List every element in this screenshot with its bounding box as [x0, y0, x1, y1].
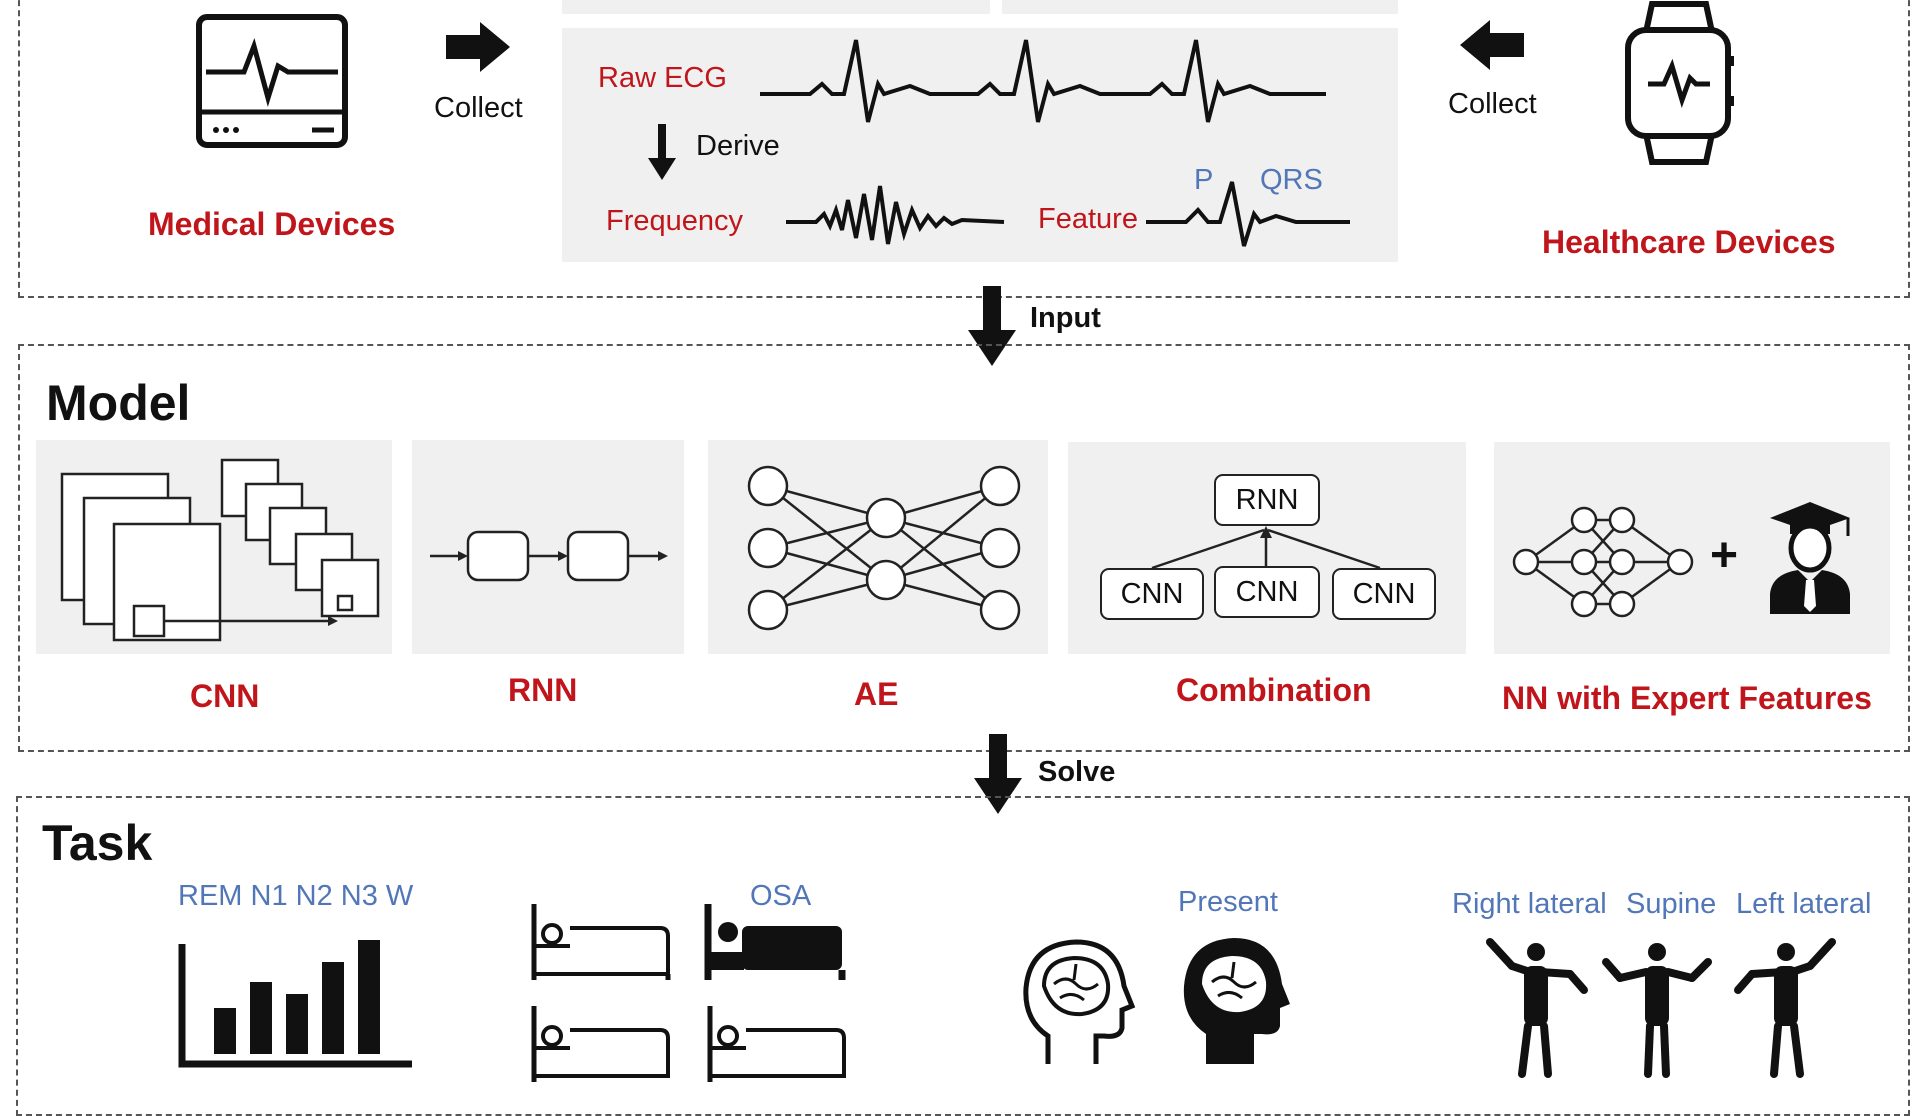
- sleep-stages-label: REM N1 N2 N3 W: [178, 880, 414, 912]
- plus-sign: +: [1710, 529, 1739, 582]
- present-label: Present: [1178, 886, 1278, 918]
- input-label: Input: [1030, 302, 1101, 334]
- data-tab-right: [1002, 0, 1398, 14]
- brain-head-filled-icon: [1183, 938, 1290, 1064]
- collect-left-arrow-icon: [1460, 20, 1524, 70]
- osa-label: OSA: [750, 880, 812, 912]
- mannequin-left-lateral-icon: [1734, 938, 1836, 1078]
- model-label-cnn: CNN: [190, 678, 260, 714]
- cnn-diagram-icon: [60, 458, 380, 642]
- bed-icon-2: [531, 1006, 670, 1082]
- feature-waveform: [1146, 181, 1350, 247]
- mannequin-right-lateral-icon: [1486, 938, 1588, 1078]
- combination-cnn-box-3: CNN: [1332, 568, 1436, 620]
- neural-network-icon: [1512, 506, 1694, 618]
- autoencoder-diagram-icon: [747, 465, 1021, 631]
- bar-chart-icon: [178, 940, 412, 1068]
- frequency-label: Frequency: [606, 205, 744, 237]
- model-section: [18, 344, 1910, 752]
- collect-left-label: Collect: [434, 92, 523, 124]
- position-label-right-lateral: Right lateral: [1452, 888, 1607, 920]
- raw-ecg-waveform: [760, 39, 1326, 123]
- frequency-waveform: [786, 185, 1005, 245]
- p-wave-label: P: [1194, 164, 1214, 196]
- model-label-combination: Combination: [1176, 672, 1372, 708]
- collect-right-label: Collect: [1448, 88, 1537, 120]
- smartwatch-icon: [1625, 0, 1734, 165]
- mannequin-supine-icon: [1602, 943, 1712, 1078]
- graduate-expert-icon: [1770, 502, 1850, 614]
- bed-icon-3: [707, 1006, 846, 1082]
- rnn-diagram-icon: [430, 530, 668, 582]
- combination-connectors: [1151, 526, 1381, 570]
- combination-cnn-box-1: CNN: [1100, 568, 1204, 620]
- position-label-supine: Supine: [1626, 888, 1717, 920]
- rnn-panel: [412, 440, 684, 654]
- position-label-left-lateral: Left lateral: [1736, 888, 1872, 920]
- task-title: Task: [42, 815, 153, 871]
- model-label-rnn: RNN: [508, 672, 578, 708]
- model-label-expert: NN with Expert Features: [1502, 680, 1872, 716]
- model-label-ae: AE: [854, 676, 899, 712]
- solve-label: Solve: [1038, 756, 1116, 788]
- feature-label: Feature: [1038, 203, 1138, 235]
- derive-arrow-icon: [648, 124, 676, 180]
- combination-rnn-box: RNN: [1214, 474, 1320, 526]
- bed-icon-1: [531, 904, 671, 980]
- derive-label: Derive: [696, 130, 780, 162]
- medical-monitor-icon: [196, 14, 348, 148]
- data-section: [18, 0, 1910, 298]
- combination-cnn-box-2: CNN: [1214, 566, 1320, 618]
- healthcare-devices-label: Healthcare Devices: [1542, 224, 1836, 260]
- bed-occupied-icon: [704, 904, 846, 980]
- raw-ecg-label: Raw ECG: [598, 62, 727, 94]
- qrs-label: QRS: [1260, 164, 1323, 196]
- brain-head-outline-icon: [1023, 939, 1136, 1064]
- model-title: Model: [46, 375, 191, 431]
- data-tab-left: [562, 0, 990, 14]
- input-arrow-icon: [968, 286, 1016, 366]
- medical-devices-label: Medical Devices: [148, 206, 396, 242]
- collect-right-arrow-icon: [446, 22, 510, 72]
